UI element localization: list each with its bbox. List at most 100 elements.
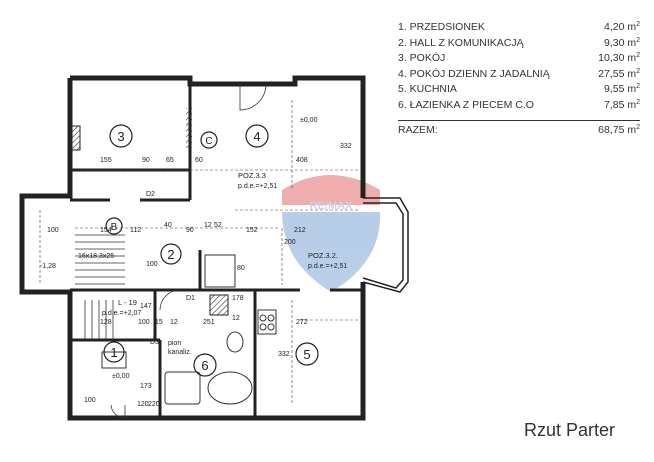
room-number-1: 1 — [110, 345, 117, 360]
door-label-d1: D1 — [186, 295, 195, 302]
room-number-5: 5 — [303, 347, 310, 362]
legend-row: 5. KUCHNIA 9,55 m2 — [398, 82, 640, 98]
poz-33-label: POZ.3.3 — [238, 171, 266, 180]
dim-label: 154 — [100, 227, 112, 234]
legend-unit: m — [627, 98, 637, 111]
level-main: ±0,00 — [300, 117, 318, 124]
legend-unit-exponent: 2 — [636, 52, 640, 60]
legend-room-area: 7,85 — [603, 98, 625, 111]
legend-row: 2. HALL Z KOMUNIKACJĄ 9,30 m2 — [398, 36, 640, 52]
legend-unit: m — [627, 21, 637, 33]
legend-total-label: RAZEM: — [398, 123, 438, 136]
dim-label: 120 — [137, 401, 149, 408]
dim-label: 65 — [166, 157, 174, 164]
dim-label: 332 — [278, 351, 290, 358]
dim-label: 332 — [340, 143, 352, 150]
chimney-block — [186, 108, 192, 148]
chimney-block — [209, 294, 229, 316]
legend-room-area: 4,20 — [603, 21, 625, 33]
legend-divider — [398, 119, 640, 121]
legend-room-area: 9,55 — [603, 83, 625, 96]
legend-room-label: 3. POKÓJ — [398, 52, 446, 65]
fixtures — [101, 254, 277, 405]
dim-label: 173 — [140, 383, 152, 390]
dim-label: 100 — [138, 319, 150, 326]
dim-label: 100 — [84, 397, 96, 404]
door-label-d2: D2 — [146, 191, 155, 198]
pde-33-label: p.d.e.=+2,51 — [238, 183, 277, 190]
dimension-lines — [39, 100, 360, 405]
legend-room-label: 2. HALL Z KOMUNIKACJĄ — [398, 36, 524, 49]
legend-row: 4. POKÓJ DZIENN Z JADALNIĄ 27,55 m2 — [398, 67, 640, 83]
legend-room-area: 9,30 — [603, 36, 625, 49]
dim-label: 12 — [170, 319, 178, 326]
legend-room-label: 4. POKÓJ DZIENN Z JADALNIĄ — [398, 67, 550, 80]
dim-label: 40 — [164, 222, 172, 229]
legend-unit: m — [627, 52, 637, 65]
dim-label: 90 — [186, 227, 194, 234]
dim-label: 15 — [155, 319, 163, 326]
room-number-4: 4 — [253, 129, 260, 144]
pde-32-label: p.d.e.=+2,51 — [308, 263, 347, 270]
legend-unit: m — [627, 123, 637, 136]
dim-label: 12 — [204, 222, 212, 229]
legend-unit-exponent: 2 — [636, 67, 640, 75]
bay-window — [362, 197, 409, 293]
legend-room-label: 1. PRZEDSIONEK — [398, 21, 485, 33]
legend-unit-exponent: 2 — [636, 21, 640, 28]
legend-row: 1. PRZEDSIONEK 4,20 m2 — [398, 20, 640, 36]
door-label-d3: D3 — [150, 339, 159, 346]
legend-total-row: RAZEM: 68,75 m2 — [398, 123, 640, 139]
dim-label: 60 — [195, 157, 203, 164]
dim-label: 408 — [296, 157, 308, 164]
dim-label: 52 — [214, 222, 222, 229]
legend-unit-exponent: 2 — [636, 36, 640, 44]
pde-l19-label: p.d.e.=+2,07 — [102, 310, 141, 317]
level-stairs: -1,28 — [40, 263, 56, 270]
dim-label: 100 — [47, 227, 59, 234]
dim-label: 155 — [100, 157, 112, 164]
legend-unit-exponent: 2 — [636, 98, 640, 106]
legend-total-area: 68,75 — [598, 123, 625, 136]
legend-unit: m — [627, 36, 637, 49]
poz-32-label: POZ.3.2. — [308, 251, 338, 260]
dim-label: 128 — [100, 319, 112, 326]
plan-caption: Rzut Parter — [524, 420, 616, 440]
room-markers — [103, 124, 319, 377]
dim-label: 212 — [294, 227, 306, 234]
dim-label: 178 — [232, 295, 244, 302]
dim-label: 100 — [146, 261, 158, 268]
staircase — [75, 234, 125, 340]
legend-unit-exponent: 2 — [636, 83, 640, 91]
room-number-3: 3 — [117, 129, 124, 144]
dim-label: 200 — [284, 239, 296, 246]
kanaliz-label: kanaliz. — [168, 349, 192, 356]
legend-unit: m — [627, 67, 637, 80]
dim-label: 272 — [296, 319, 308, 326]
dim-label: 220 — [148, 401, 160, 408]
room-number-6: 6 — [201, 358, 208, 373]
dim-label: 112 — [130, 227, 141, 234]
legend-unit: m — [627, 83, 637, 96]
axis-letter-c: C — [205, 136, 212, 147]
dim-label: 80 — [237, 265, 245, 272]
pion-label: pion — [168, 340, 181, 347]
legend-room-label: 6. ŁAZIENKA Z PIECEM C.O — [398, 98, 534, 111]
room-number-2: 2 — [167, 247, 174, 262]
axis-letter-b: B — [111, 222, 118, 233]
chimney-block — [67, 125, 81, 151]
watermark-text: RE/MAX — [310, 200, 353, 212]
dim-label: 12 — [232, 315, 240, 322]
legend-room-area: 27,55 — [598, 67, 625, 80]
door-swings — [110, 83, 267, 419]
legend-room-label: 5. KUCHNIA — [398, 83, 457, 96]
exterior-walls — [19, 75, 366, 421]
legend-unit-exponent: 2 — [636, 123, 640, 131]
level-entry: ±0,00 — [112, 373, 130, 380]
watermark: RE/MAX — [282, 175, 381, 292]
l19-label: L - 19 — [118, 298, 137, 307]
dim-label: 152 — [246, 227, 258, 234]
